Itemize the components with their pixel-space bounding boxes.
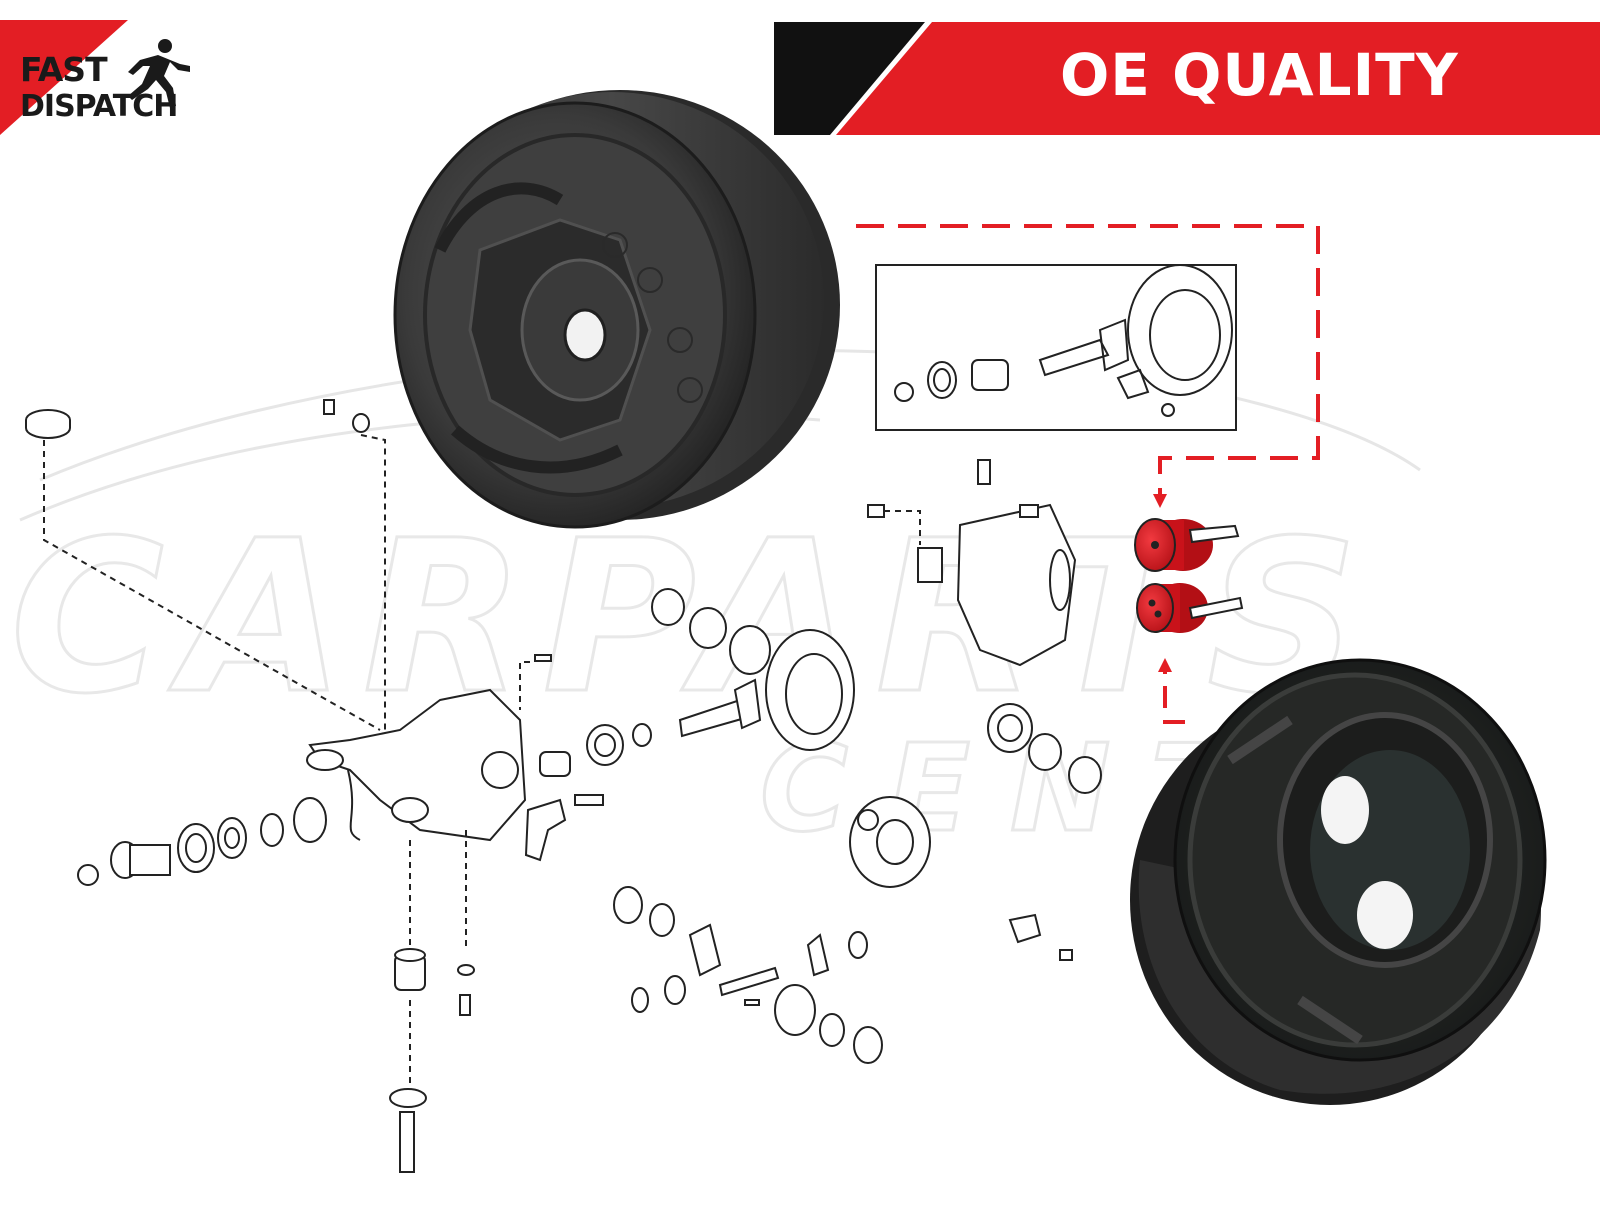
rubber-bush-bottom-photo (1130, 658, 1547, 1105)
fast-label: FAST (20, 50, 108, 89)
highlight-leader-lines (856, 224, 1320, 724)
diff-line-art (25, 399, 1102, 1173)
fast-dispatch-badge (0, 20, 190, 135)
watermark: CARPARTS CENTRE (9, 348, 1488, 861)
highlighted-bush-lower (1136, 583, 1244, 633)
oe-quality-label: OE QUALITY (1060, 41, 1459, 109)
watermark-line1: CARPARTS (10, 495, 1376, 740)
oe-quality-banner (774, 22, 1600, 135)
inset-parts-box (875, 264, 1237, 431)
running-man-icon (128, 39, 190, 108)
rubber-bush-top-photo (393, 90, 840, 529)
dispatch-label: DISPATCH (20, 89, 178, 124)
highlighted-bush-upper (1134, 518, 1240, 572)
